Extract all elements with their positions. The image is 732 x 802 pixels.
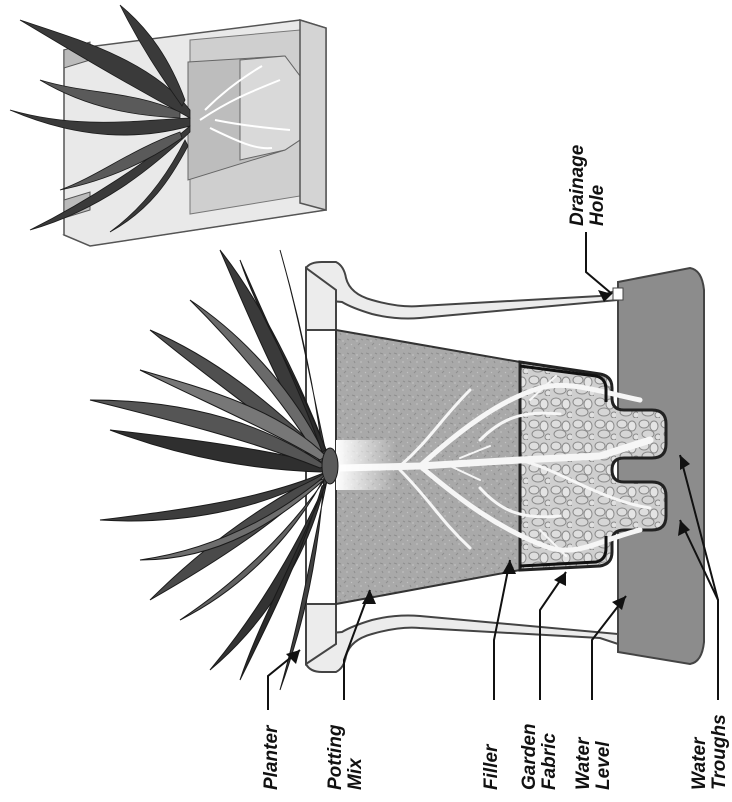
water-reservoir bbox=[618, 268, 704, 664]
label-planter: Planter bbox=[262, 726, 282, 790]
plant-foliage bbox=[90, 250, 338, 690]
label-drainage-hole: Drainage Hole bbox=[568, 145, 608, 226]
planter-cross-section bbox=[306, 262, 704, 672]
label-water-level: Water Level bbox=[574, 738, 614, 790]
label-water-troughs: Water Troughs bbox=[690, 714, 730, 790]
label-garden-fabric: Garden Fabric bbox=[520, 723, 560, 790]
planter-bottom-wall bbox=[306, 616, 618, 673]
planter-3d-thumbnail bbox=[10, 5, 326, 246]
planter-top-wall bbox=[306, 262, 618, 319]
label-potting-mix: Potting Mix bbox=[326, 725, 366, 790]
drainage-hole bbox=[613, 288, 623, 300]
label-filler: Filler bbox=[482, 745, 502, 790]
